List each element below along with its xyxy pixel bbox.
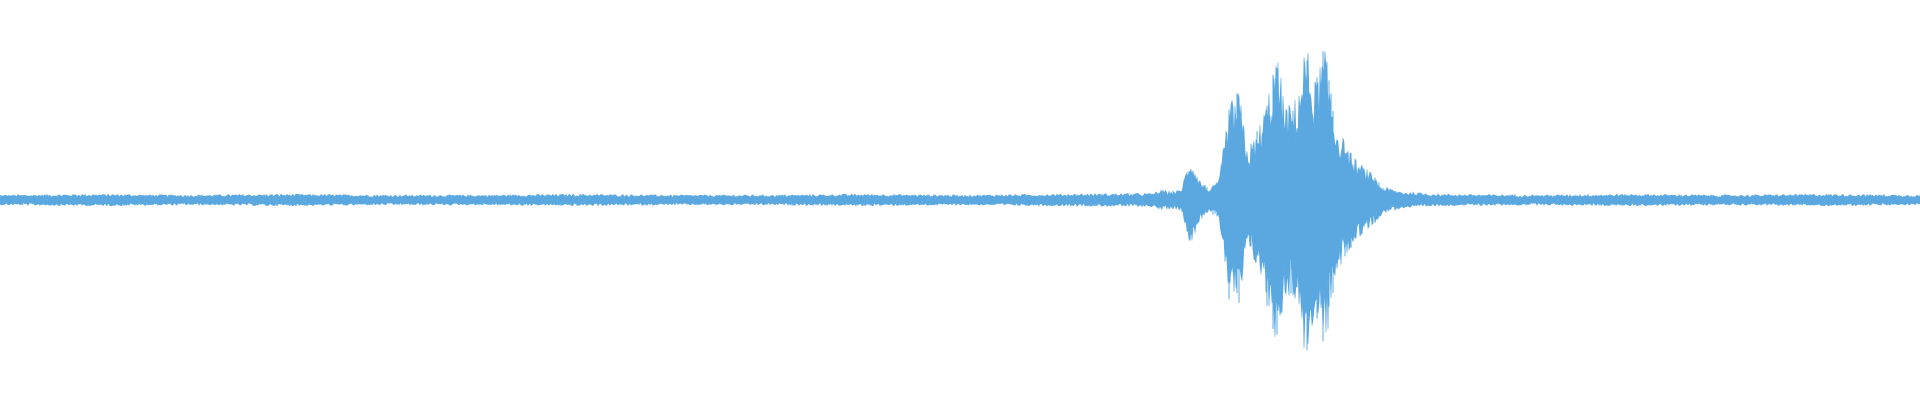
waveform-envelope [0,51,1920,348]
waveform-series [0,51,1920,351]
